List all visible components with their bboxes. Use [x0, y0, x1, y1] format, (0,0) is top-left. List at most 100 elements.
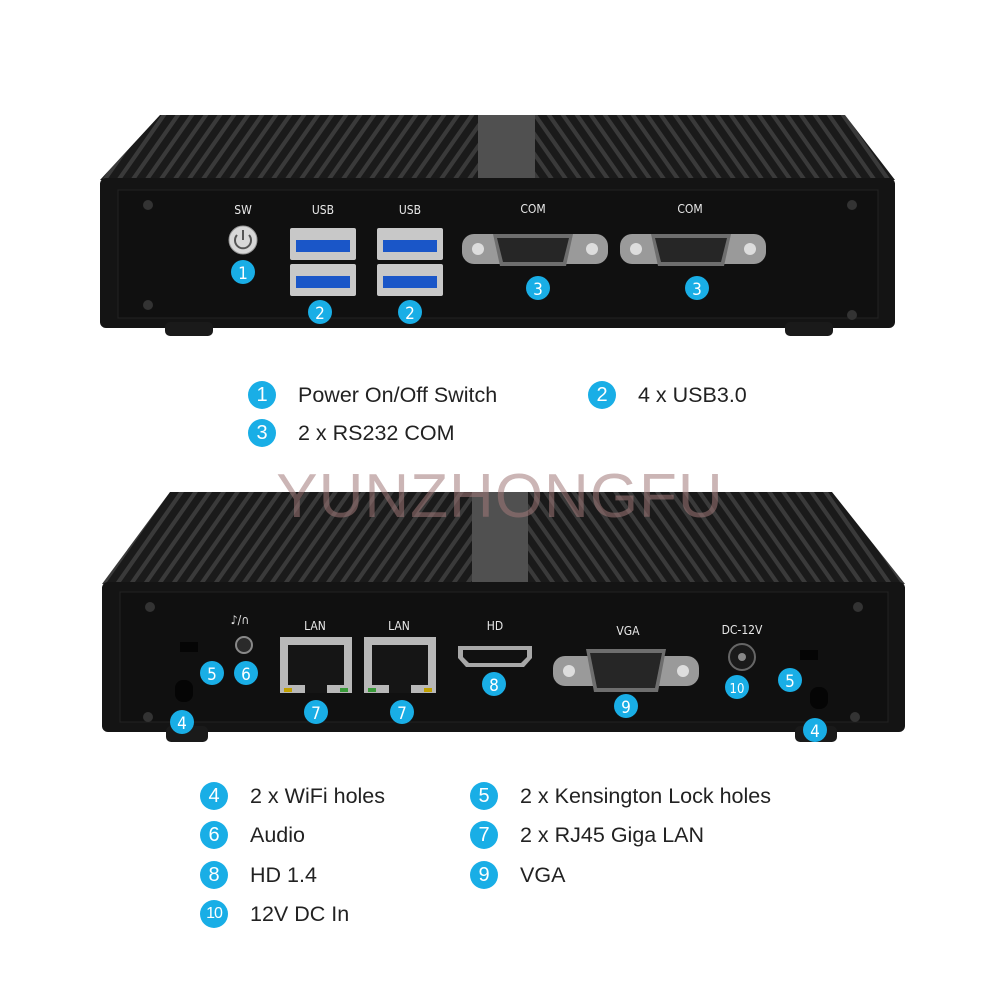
- callout-badge-7a: 7: [304, 700, 328, 724]
- legend-item-lan: 7 2 x RJ45 Giga LAN: [470, 820, 704, 850]
- dc-label: DC-12V: [722, 623, 763, 637]
- com-port-1[interactable]: [462, 234, 608, 266]
- legend-badge: 5: [470, 782, 498, 810]
- callout-badge-4b: 4: [803, 718, 827, 742]
- legend-badge: 9: [470, 861, 498, 889]
- callout-badge-5b: 5: [778, 668, 802, 692]
- screw: [145, 602, 155, 612]
- kensington-lock-hole-left: [180, 642, 198, 652]
- svg-text:8: 8: [489, 676, 499, 696]
- legend-item-com: 3 2 x RS232 COM: [248, 418, 455, 448]
- screw: [847, 200, 857, 210]
- svg-text:9: 9: [621, 698, 631, 718]
- hdmi-port[interactable]: [458, 646, 532, 667]
- center-ridge: [472, 492, 528, 584]
- callout-badge-3b: 3: [685, 276, 709, 300]
- callout-badge-1: 1: [231, 260, 255, 284]
- svg-text:3: 3: [692, 280, 702, 300]
- callout-badge-2a: 2: [308, 300, 332, 324]
- svg-text:2: 2: [315, 304, 325, 324]
- legend-badge: 2: [588, 381, 616, 409]
- callout-badge-10: 10: [725, 675, 749, 699]
- svg-text:4: 4: [810, 722, 820, 742]
- legend-text: 2 x RS232 COM: [298, 420, 455, 445]
- lan-label-1: LAN: [304, 619, 326, 633]
- legend-text: 2 x Kensington Lock holes: [520, 783, 771, 808]
- mic-headphone-icon: ♪/∩: [231, 613, 249, 627]
- vga-label: VGA: [616, 624, 640, 638]
- wifi-hole-left: [175, 680, 193, 702]
- screw: [143, 200, 153, 210]
- front-panel-illustration: SW USB USB COM COM: [100, 115, 895, 336]
- rj45-port-2[interactable]: [364, 637, 436, 693]
- legend-badge: 10: [200, 900, 228, 928]
- callout-badge-9: 9: [614, 694, 638, 718]
- legend-badge: 3: [248, 419, 276, 447]
- com-label-1: COM: [520, 202, 545, 216]
- callout-badge-4a: 4: [170, 710, 194, 734]
- screw: [850, 712, 860, 722]
- rear-panel-illustration: ♪/∩ LAN LAN HD VGA: [102, 492, 905, 742]
- power-icon: [234, 234, 252, 250]
- legend-item-power: 1 Power On/Off Switch: [248, 380, 497, 410]
- legend-text: 2 x RJ45 Giga LAN: [520, 822, 705, 847]
- legend-item-audio: 6 Audio: [200, 820, 305, 850]
- svg-text:3: 3: [533, 280, 543, 300]
- screw: [143, 300, 153, 310]
- legend-text: Audio: [250, 822, 305, 847]
- heatsink-fins-right: [535, 115, 895, 180]
- legend-badge: 1: [248, 381, 276, 409]
- hd-label: HD: [487, 619, 503, 633]
- callout-badge-3a: 3: [526, 276, 550, 300]
- sw-label: SW: [234, 203, 252, 217]
- legend-item-vga: 9 VGA: [470, 860, 565, 890]
- com-port-2[interactable]: [620, 234, 766, 266]
- kensington-lock-hole-right: [800, 650, 818, 660]
- legend-item-wifi: 4 2 x WiFi holes: [200, 781, 385, 811]
- callout-badge-7b: 7: [390, 700, 414, 724]
- usb-label-1: USB: [312, 203, 334, 217]
- rj45-port-1[interactable]: [280, 637, 352, 693]
- legend-badge: 4: [200, 782, 228, 810]
- legend-badge: 7: [470, 821, 498, 849]
- vga-port[interactable]: [553, 649, 699, 692]
- screw: [143, 712, 153, 722]
- lan-label-2: LAN: [388, 619, 410, 633]
- svg-text:4: 4: [177, 714, 187, 734]
- legend-badge: 8: [200, 861, 228, 889]
- callout-badge-5a: 5: [200, 661, 224, 685]
- callout-badge-8: 8: [482, 672, 506, 696]
- callout-badge-2b: 2: [398, 300, 422, 324]
- legend-item-dc: 10 12V DC In: [200, 899, 349, 929]
- heatsink-fins-left: [100, 115, 478, 180]
- com-label-2: COM: [677, 202, 702, 216]
- rear-device-photo: ♪/∩ LAN LAN HD VGA: [0, 462, 1000, 762]
- svg-text:5: 5: [207, 665, 217, 685]
- front-device-photo: SW USB USB COM COM: [0, 0, 1000, 360]
- legend-badge: 6: [200, 821, 228, 849]
- svg-text:7: 7: [311, 704, 321, 724]
- foot: [785, 322, 833, 336]
- legend-item-kensington: 5 2 x Kensington Lock holes: [470, 781, 771, 811]
- legend-text: HD 1.4: [250, 862, 317, 887]
- screw: [853, 602, 863, 612]
- callout-badge-6: 6: [234, 661, 258, 685]
- center-ridge: [478, 115, 535, 180]
- legend-text: 4 x USB3.0: [638, 382, 747, 407]
- svg-text:5: 5: [785, 672, 795, 692]
- screw: [847, 310, 857, 320]
- heatsink-fins-right: [528, 492, 905, 584]
- svg-text:6: 6: [241, 665, 251, 685]
- usb-port-stack-1[interactable]: [290, 228, 356, 296]
- legend-item-usb: 2 4 x USB3.0: [588, 380, 747, 410]
- svg-text:10: 10: [730, 682, 745, 697]
- usb-port-stack-2[interactable]: [377, 228, 443, 296]
- svg-text:2: 2: [405, 304, 415, 324]
- svg-text:1: 1: [238, 264, 248, 284]
- foot: [165, 322, 213, 336]
- legend-item-hd: 8 HD 1.4: [200, 860, 317, 890]
- svg-text:7: 7: [397, 704, 407, 724]
- dc-jack[interactable]: [728, 643, 756, 671]
- legend-text: 12V DC In: [250, 901, 350, 926]
- audio-jack[interactable]: [235, 636, 253, 654]
